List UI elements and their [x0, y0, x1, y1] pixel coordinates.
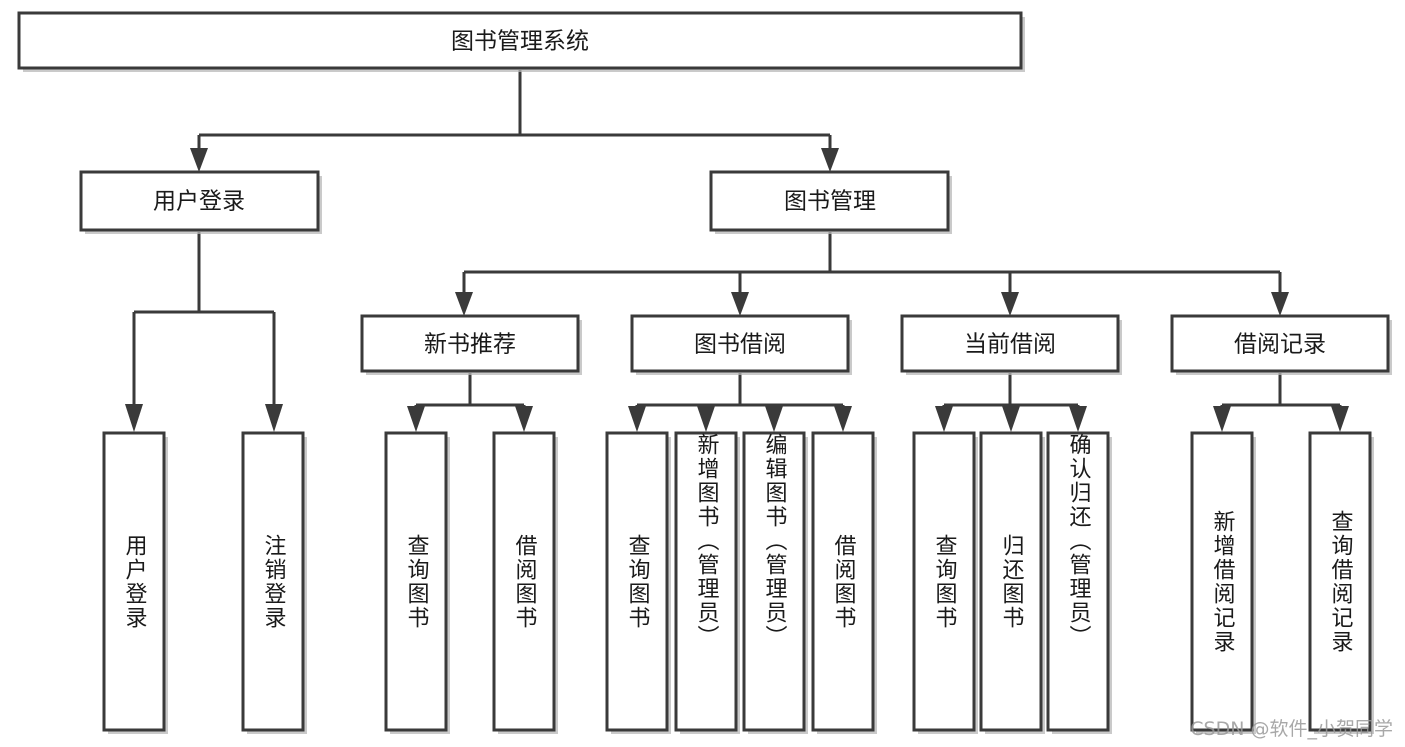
leaf-current-2-rect[interactable] [1046, 431, 1110, 732]
node-borrow-records[interactable]: 借阅记录 [1170, 314, 1392, 375]
node-borrow-records-label: 借阅记录 [1234, 332, 1326, 358]
node-new-book-recommend[interactable]: 新书推荐 [360, 314, 582, 375]
arrowhead-level3-1 [731, 292, 749, 316]
leaf-records-1-rect[interactable] [1308, 431, 1372, 732]
arrowhead-leaf-user-login-0 [125, 404, 143, 432]
node-user-login-label: 用户登录 [153, 189, 245, 215]
node-borrow-records-rect[interactable] [1170, 314, 1390, 373]
arrowhead-level3-2 [1001, 292, 1019, 316]
node-current-borrow[interactable]: 当前借阅 [900, 314, 1122, 375]
arrowhead-book-mgmt [821, 148, 839, 172]
leaf-user-login-0-rect[interactable] [102, 431, 166, 732]
arrowhead-leaf-borrow-3 [834, 406, 852, 432]
leaf-newbook-1-rect[interactable] [492, 431, 556, 732]
connectors [125, 70, 1349, 432]
node-new-book-recommend-label: 新书推荐 [424, 332, 516, 358]
arrowhead-leaf-current-1 [1002, 406, 1020, 432]
leaf-borrow-2-rect[interactable] [742, 431, 806, 732]
arrowhead-level3-3 [1271, 292, 1289, 316]
leaf-boxes [102, 431, 1374, 734]
arrowhead-leaf-newbook-0 [407, 406, 425, 432]
arrowhead-leaf-current-0 [935, 406, 953, 432]
node-user-login-rect[interactable] [79, 170, 320, 232]
node-root[interactable]: 图书管理系统 [17, 11, 1025, 72]
node-book-borrow-label: 图书借阅 [694, 332, 786, 358]
leaf-borrow-1-rect[interactable] [674, 431, 738, 732]
leaf-current-1-rect[interactable] [979, 431, 1043, 732]
node-user-login[interactable]: 用户登录 [79, 170, 322, 234]
arrowhead-leaf-borrow-0 [628, 406, 646, 432]
leaf-current-0-rect[interactable] [912, 431, 976, 732]
node-book-management[interactable]: 图书管理 [709, 170, 952, 234]
leaf-borrow-0-rect[interactable] [605, 431, 669, 732]
node-root-rect[interactable] [17, 11, 1023, 70]
leaf-borrow-3-rect[interactable] [811, 431, 875, 732]
arrowhead-level3-0 [455, 292, 473, 316]
leaf-records-0-rect[interactable] [1190, 431, 1254, 732]
arrowhead-leaf-borrow-1 [697, 406, 715, 432]
leaf-user-login-1-rect[interactable] [241, 431, 305, 732]
arrowhead-leaf-current-2 [1069, 406, 1087, 432]
node-current-borrow-label: 当前借阅 [964, 332, 1056, 358]
node-book-borrow[interactable]: 图书借阅 [630, 314, 852, 375]
node-book-borrow-rect[interactable] [630, 314, 850, 373]
node-current-borrow-rect[interactable] [900, 314, 1120, 373]
node-root-label: 图书管理系统 [451, 29, 589, 55]
leaf-newbook-0-rect[interactable] [384, 431, 448, 732]
arrowhead-leaf-records-1 [1331, 406, 1349, 432]
node-new-book-recommend-rect[interactable] [360, 314, 580, 373]
arrowhead-leaf-records-0 [1213, 406, 1231, 432]
node-book-management-label: 图书管理 [784, 189, 876, 215]
arrowhead-leaf-newbook-1 [515, 406, 533, 432]
node-book-management-rect[interactable] [709, 170, 950, 232]
arrowhead-leaf-user-login-1 [265, 404, 283, 432]
arrowhead-user-login [190, 148, 208, 172]
arrowhead-leaf-borrow-2 [765, 406, 783, 432]
